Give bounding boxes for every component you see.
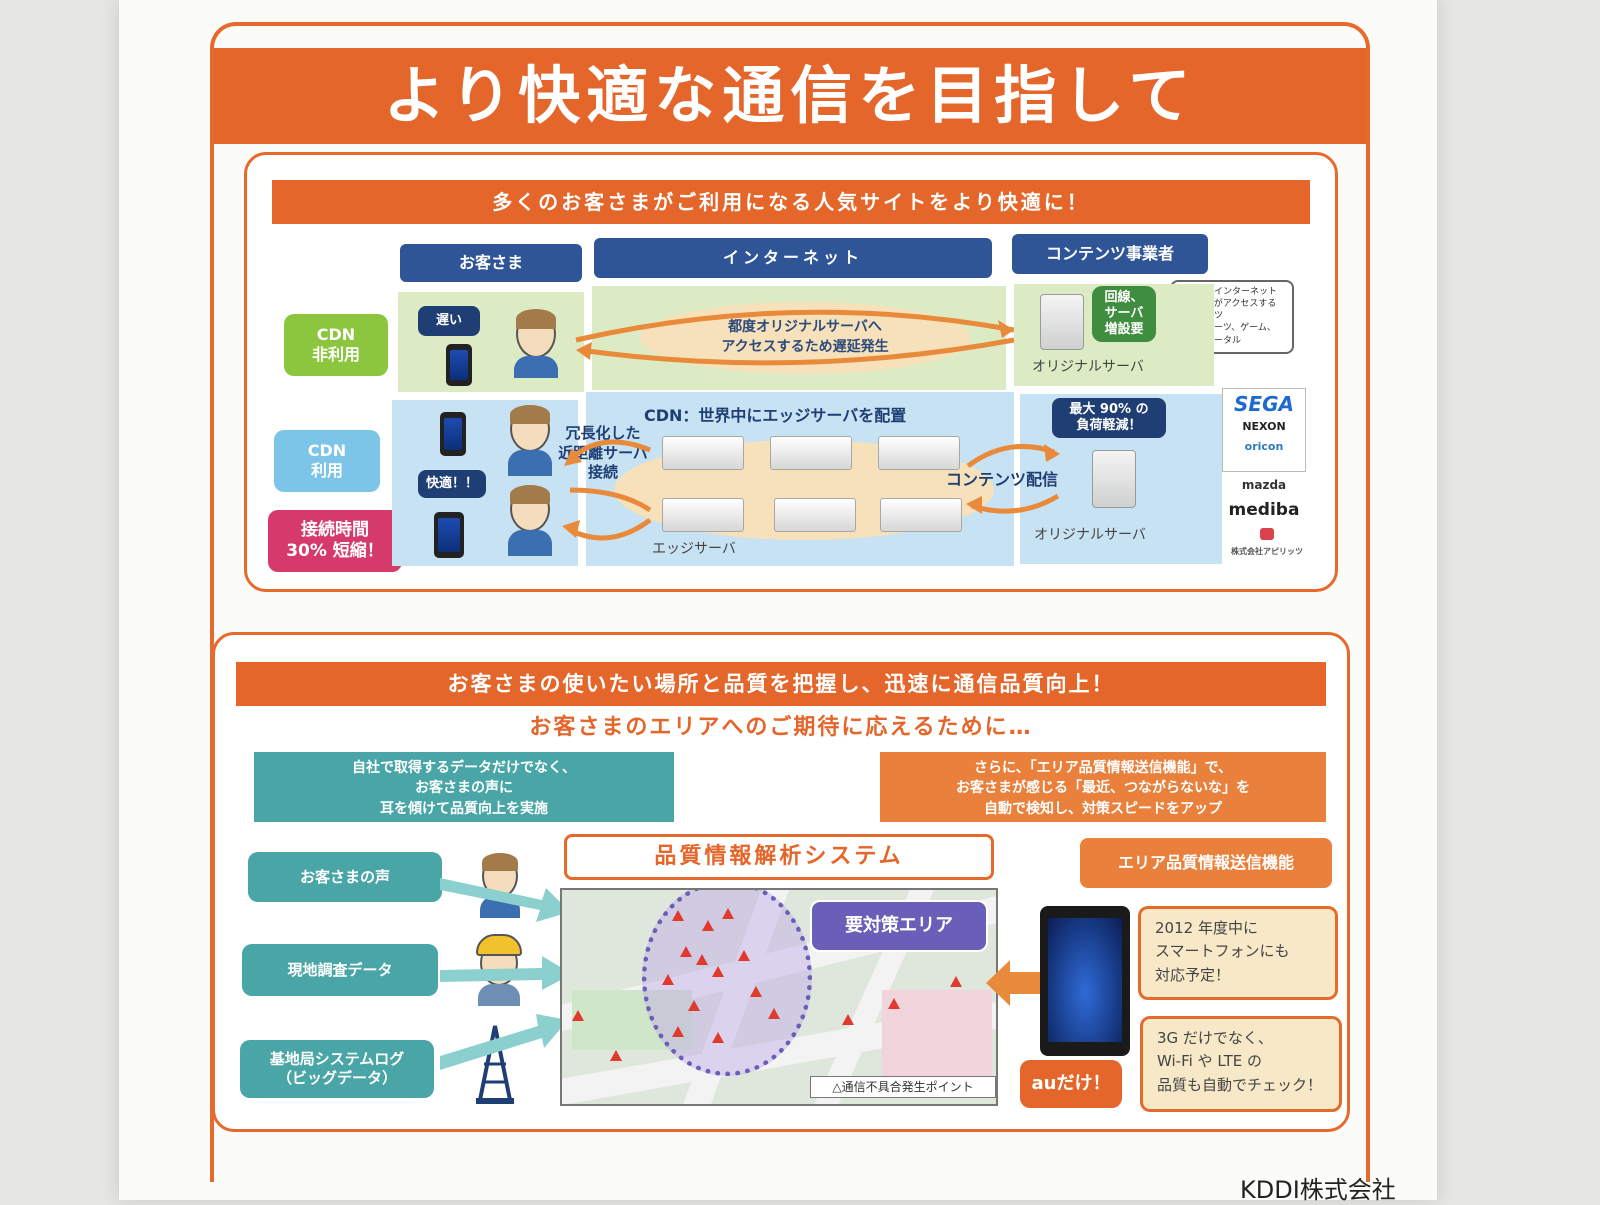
- origin-server-label: オリジナルサーバ: [1032, 359, 1144, 375]
- surveyor-body-icon: [478, 984, 520, 1006]
- customer-body-icon: [508, 530, 552, 556]
- delivery-arrow-icon: [562, 439, 652, 541]
- map-legend: △通信不具合発生ポイント: [810, 1076, 996, 1098]
- edge-server-icon: [878, 436, 960, 470]
- failure-point-icon: [738, 950, 750, 961]
- input-customer-voice: お客さまの声: [248, 852, 442, 902]
- failure-point-icon: [950, 976, 962, 987]
- map-block: [882, 990, 992, 1090]
- cdn-heading: CDN：世界中にエッジサーバを配置: [644, 406, 907, 425]
- request-arrow-icon: [575, 309, 1015, 366]
- failure-point-icon: [722, 908, 734, 919]
- redundant-label: 冗長化した 近距離サーバ 接続: [558, 424, 648, 481]
- failure-point-icon: [662, 974, 674, 985]
- failure-point-icon: [712, 966, 724, 977]
- origin-server-icon: [1040, 294, 1084, 350]
- analysis-system-title: 品質情報解析システム: [564, 834, 994, 880]
- cdn-section-heading: 多くのお客さまがご利用になる人気サイトをより快適に！: [272, 180, 1310, 224]
- row-label-cdn: CDN 利用: [274, 430, 380, 492]
- info-auto-check: 3G だけでなく、 Wi-Fi や LTE の 品質も自動でチェック！: [1140, 1016, 1342, 1112]
- input-base-station-log: 基地局システムログ （ビッグデータ）: [240, 1040, 434, 1098]
- upload-arrow-icon: [986, 960, 1040, 1006]
- load-reduction-bubble: 最大 90% の 負荷軽減！: [1052, 398, 1166, 438]
- customer-person-icon: [516, 309, 556, 358]
- auto-detect-box: さらに、「エリア品質情報送信機能」で、 お客さまが感じる「最近、つながらないな」…: [880, 752, 1326, 822]
- failure-point-icon: [750, 986, 762, 997]
- content-delivery-label: コンテンツ配信: [946, 470, 1059, 489]
- sega-logo: SEGA: [1234, 392, 1294, 416]
- edge-server-icon: [662, 436, 744, 470]
- quality-section-heading: お客さまの使いたい場所と品質を把握し、迅速に通信品質向上！: [236, 662, 1326, 706]
- smartphone-icon: [446, 344, 472, 386]
- delivery-arrow-icon: [966, 444, 1060, 514]
- apirits-logo: 株式会社アピリッツ: [1231, 547, 1303, 556]
- mazda-logo: mazda: [1241, 478, 1287, 492]
- nexon-logo: NEXON: [1242, 420, 1286, 433]
- edge-server-label: エッジサーバ: [652, 541, 736, 557]
- edge-server-icon: [770, 436, 852, 470]
- partner-logo-box: [1222, 388, 1306, 472]
- failure-point-icon: [680, 946, 692, 957]
- column-header-customer: お客さま: [400, 244, 582, 282]
- time-reduction-badge: 接続時間 30% 短縮！: [268, 510, 402, 572]
- customer-voice-box: 自社で取得するデータだけでなく、 お客さまの声に 耳を傾けて品質向上を実施: [254, 752, 674, 822]
- poster-frame: [210, 22, 1370, 1182]
- apirits-logo-icon: [1260, 528, 1274, 540]
- failure-point-icon: [712, 1032, 724, 1043]
- oricon-logo: oricon: [1244, 440, 1284, 453]
- quality-subheading: お客さまのエリアへのご期待に応えるために…: [529, 715, 1033, 740]
- customer-body-icon: [508, 450, 552, 476]
- customer-body-icon: [514, 356, 558, 378]
- column-header-internet: インターネット: [594, 238, 992, 278]
- base-station-tower-icon: [476, 1025, 514, 1104]
- customer-person-icon: [510, 485, 550, 532]
- edge-server-icon: [774, 498, 856, 532]
- smartphone-icon: [440, 412, 466, 456]
- failure-point-icon: [888, 998, 900, 1009]
- failure-point-icon: [672, 1026, 684, 1037]
- mediba-logo: mediba: [1228, 500, 1300, 520]
- feature-title: エリア品質情報送信機能: [1080, 838, 1332, 888]
- origin-server-icon: [1092, 450, 1136, 508]
- failure-point-icon: [610, 1050, 622, 1061]
- poster-title: より快適な通信を目指して: [214, 48, 1366, 144]
- failure-point-icon: [672, 910, 684, 921]
- failure-point-icon: [688, 1000, 700, 1011]
- au-only-badge: auだけ！: [1020, 1060, 1122, 1108]
- failure-point-icon: [702, 920, 714, 931]
- failure-point-icon: [768, 1008, 780, 1019]
- input-arrows-icon: [440, 878, 572, 1070]
- input-survey-data: 現地調査データ: [242, 944, 438, 996]
- fast-bubble: 快適！！: [418, 470, 486, 498]
- failure-point-icon: [572, 1010, 584, 1021]
- smartphone-screen: [1048, 918, 1122, 1042]
- origin-server-label: オリジナルサーバ: [1034, 527, 1146, 543]
- customer-person-icon: [510, 405, 550, 452]
- edge-server-icon: [880, 498, 962, 532]
- failure-point-icon: [696, 954, 708, 965]
- column-header-provider: コンテンツ事業者: [1012, 234, 1208, 274]
- company-name: KDDI株式会社: [1240, 1176, 1396, 1204]
- server-upgrade-badge: 回線、 サーバ 増設要: [1092, 286, 1156, 342]
- smartphone-icon: [434, 512, 464, 558]
- edge-server-icon: [662, 498, 744, 532]
- target-area-label: 要対策エリア: [810, 900, 988, 952]
- info-smartphone-support: 2012 年度中に スマートフォンにも 対応予定！: [1138, 906, 1338, 1000]
- slow-bubble: 遅い: [418, 306, 480, 336]
- row-label-no-cdn: CDN 非利用: [284, 314, 388, 376]
- failure-point-icon: [842, 1014, 854, 1025]
